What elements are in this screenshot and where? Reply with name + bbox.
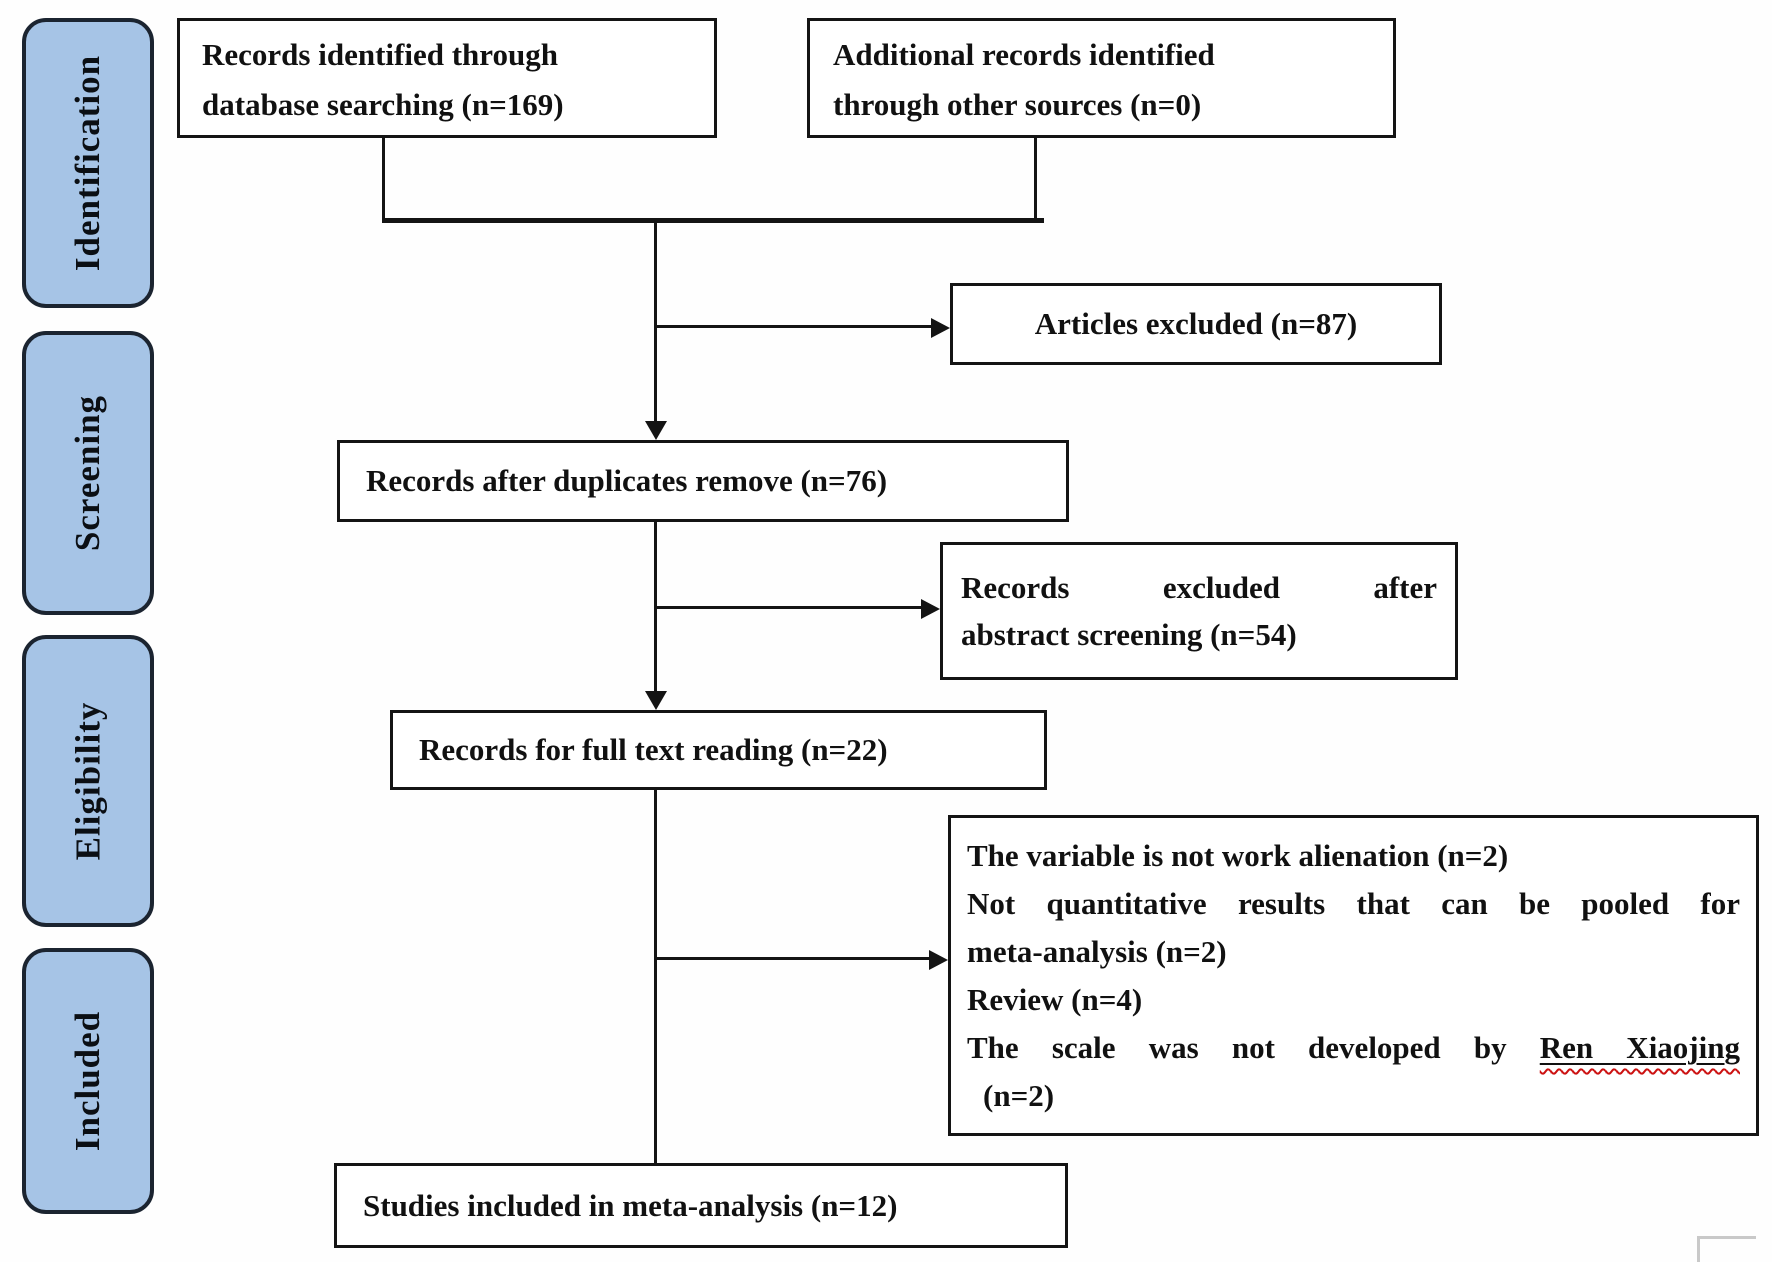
box-additional-records-line1: Additional records identified — [833, 37, 1215, 72]
arrowhead-right-reasons — [929, 950, 948, 970]
box-included-studies: Studies included in meta-analysis (n=12) — [334, 1163, 1068, 1248]
reason-variable: The variable is not work alienation (n=2… — [967, 838, 1509, 873]
reason-scale-line1: The scale was not developed by Ren Xiaoj… — [967, 1024, 1740, 1072]
box-additional-records: Additional records identified through ot… — [807, 18, 1396, 138]
connector-branch-reasons — [655, 957, 933, 960]
reason-quantitative-line2: meta-analysis (n=2) — [967, 934, 1227, 969]
box-records-identified-line2: database searching (n=169) — [202, 87, 564, 122]
box-included-studies-text: Studies included in meta-analysis (n=12) — [363, 1187, 898, 1223]
stage-eligibility: Eligibility — [22, 635, 154, 927]
grey-corner-artifact — [1697, 1236, 1756, 1262]
box-full-text: Records for full text reading (n=22) — [390, 710, 1047, 790]
ren-xiaojing-underlined: Ren Xiaojing — [1540, 1030, 1740, 1065]
box-abstract-excluded-line1: Records excluded after — [961, 570, 1437, 605]
reason-scale-line2: (n=2) — [983, 1078, 1055, 1113]
box-exclusion-reasons: The variable is not work alienation (n=2… — [948, 815, 1759, 1136]
reason-scale-prefix: The scale was not developed by — [967, 1030, 1540, 1065]
box-records-identified-line1: Records identified through — [202, 37, 558, 72]
connector-left-drop — [382, 137, 385, 221]
connector-branch-abstract-excluded — [655, 606, 925, 609]
stage-included-label: Included — [68, 1010, 107, 1152]
box-additional-records-line2: through other sources (n=0) — [833, 87, 1202, 122]
connector-fulltext-to-included — [654, 790, 657, 1164]
box-records-identified: Records identified through database sear… — [177, 18, 717, 138]
stage-eligibility-label: Eligibility — [68, 701, 107, 861]
connector-merge-line — [382, 218, 1044, 223]
ren-xiaojing-spellcheck: Ren Xiaojing — [1539, 1030, 1740, 1065]
connector-right-drop — [1034, 137, 1037, 221]
box-after-duplicates: Records after duplicates remove (n=76) — [337, 440, 1069, 522]
stage-identification-label: Identification — [68, 54, 108, 272]
box-abstract-excluded: Records excluded after abstract screenin… — [940, 542, 1458, 680]
box-full-text-text: Records for full text reading (n=22) — [419, 732, 888, 767]
reason-review: Review (n=4) — [967, 982, 1143, 1017]
arrowhead-down-duplicates — [645, 421, 667, 440]
box-after-duplicates-text: Records after duplicates remove (n=76) — [366, 463, 888, 498]
stage-screening: Screening — [22, 331, 154, 615]
arrowhead-down-fulltext — [645, 691, 667, 710]
stage-included: Included — [22, 948, 154, 1214]
connector-merge-to-duplicates — [654, 221, 657, 423]
box-abstract-excluded-line2: abstract screening (n=54) — [961, 617, 1297, 652]
reason-quantitative-line1: Not quantitative results that can be poo… — [967, 886, 1740, 921]
arrowhead-right-articles-excluded — [931, 318, 950, 338]
stage-screening-label: Screening — [68, 394, 108, 552]
arrowhead-right-abstract-excluded — [921, 599, 940, 619]
stage-identification: Identification — [22, 18, 154, 308]
box-articles-excluded-text: Articles excluded (n=87) — [1034, 306, 1358, 341]
box-articles-excluded: Articles excluded (n=87) — [950, 283, 1442, 365]
connector-branch-articles-excluded — [655, 325, 935, 328]
